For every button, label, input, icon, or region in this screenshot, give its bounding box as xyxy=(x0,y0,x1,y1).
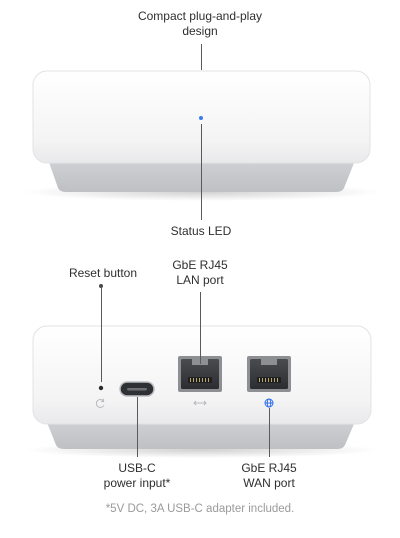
device-front-view xyxy=(22,70,382,201)
reset-button-leader xyxy=(101,287,102,382)
compact-design-line-2: design xyxy=(182,24,218,38)
wan-port-label: GbE RJ45 WAN port xyxy=(219,461,319,491)
wan-port-icon xyxy=(247,356,291,392)
reset-pinhole-icon xyxy=(98,385,104,391)
status-led-icon xyxy=(199,116,203,120)
wan-port-line-2: WAN port xyxy=(243,476,295,490)
usb-c-port-icon xyxy=(119,381,155,397)
reset-button-line-1: Reset button xyxy=(68,266,138,280)
reset-button-label: Reset button xyxy=(53,266,153,281)
wan-port-line-1: GbE RJ45 xyxy=(241,461,297,475)
wan-port-leader xyxy=(269,408,270,457)
compact-design-leader xyxy=(201,44,202,70)
status-led-line-1: Status LED xyxy=(170,224,232,238)
lan-port-line-2: LAN port xyxy=(176,273,224,287)
lan-port-line-1: GbE RJ45 xyxy=(172,258,228,272)
reset-arrow-icon xyxy=(95,398,105,408)
device-rear-view xyxy=(23,325,379,458)
status-led-label: Status LED xyxy=(150,224,252,239)
usb-c-leader xyxy=(137,397,138,457)
globe-icon xyxy=(264,398,274,408)
usb-c-line-1: USB-C xyxy=(118,461,156,475)
lan-port-leader xyxy=(200,292,201,364)
compact-design-label: Compact plug-and-play design xyxy=(100,9,300,39)
status-led-leader xyxy=(201,124,202,220)
lan-arrows-icon xyxy=(193,400,207,406)
lan-port-label: GbE RJ45 LAN port xyxy=(150,258,250,288)
footnote: *5V DC, 3A USB-C adapter included. xyxy=(105,503,295,515)
usb-c-line-2: power input* xyxy=(103,476,171,490)
compact-design-line-1: Compact plug-and-play xyxy=(137,9,263,23)
usb-c-label: USB-C power input* xyxy=(87,461,187,491)
reset-leader-dot xyxy=(99,284,103,288)
